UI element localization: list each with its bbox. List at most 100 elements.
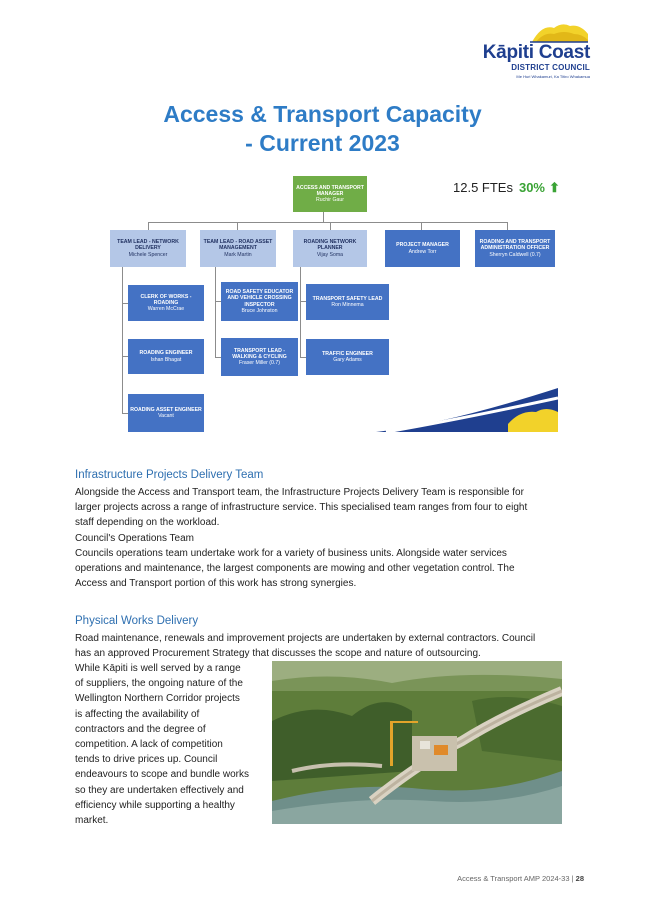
fte-count: 12.5 FTEs bbox=[453, 180, 513, 195]
logo-name: Kāpiti Coast bbox=[482, 42, 591, 63]
org-person: Fraser Miller (0.7) bbox=[239, 360, 280, 367]
text-line: efficiency while supporting a healthy bbox=[75, 799, 235, 811]
connector-line bbox=[300, 267, 301, 358]
section-heading-physical-works: Physical Works Delivery bbox=[75, 615, 199, 627]
page-number: 28 bbox=[575, 874, 584, 883]
org-person: Ruchir Gaur bbox=[316, 197, 344, 204]
org-role: ROADING ASSET ENGINEER bbox=[130, 406, 202, 413]
text-line: Wellington Northern Corridor projects bbox=[75, 693, 240, 705]
physical-works-paragraph: Road maintenance, renewals and improveme… bbox=[75, 631, 573, 661]
connector-line bbox=[215, 267, 216, 358]
infrastructure-paragraph: Alongside the Access and Transport team,… bbox=[75, 485, 573, 591]
connector-line bbox=[507, 222, 508, 230]
connector-line bbox=[122, 413, 128, 414]
connector-line bbox=[148, 222, 149, 230]
connector-line bbox=[421, 222, 422, 230]
physical-works-wrap-text: While Kāpiti is well served by a range o… bbox=[75, 661, 270, 828]
text-line: market. bbox=[75, 815, 109, 827]
org-person: Ron Minnema bbox=[331, 302, 364, 308]
text-line: so they are undertaken effectively and bbox=[75, 784, 244, 796]
org-person: Vacant bbox=[158, 413, 174, 419]
text-line: tends to drive prices up. Council bbox=[75, 754, 218, 766]
org-person: Sherryn Caldwell (0.7) bbox=[489, 251, 541, 258]
connector-line bbox=[122, 356, 128, 357]
org-box-traffic-engineer: TRAFFIC ENGINEER Gary Adams bbox=[306, 339, 389, 375]
org-role: TEAM LEAD - NETWORK DELIVERY bbox=[117, 239, 179, 252]
org-role: PROJECT MANAGER bbox=[396, 242, 449, 249]
text-line: Council's Operations Team bbox=[75, 532, 195, 544]
footer-separator: | bbox=[571, 874, 576, 883]
text-line: competition. A lack of competition bbox=[75, 739, 223, 751]
org-person: Ishan Bhagat bbox=[150, 356, 182, 363]
connector-line bbox=[122, 267, 123, 414]
connector-line bbox=[215, 357, 221, 358]
org-person: Gary Adams bbox=[333, 357, 362, 363]
council-logo: Kāpiti Coast DISTRICT COUNCIL Me Huri Wh… bbox=[470, 22, 591, 79]
org-box-transport-safety-lead: TRANSPORT SAFETY LEAD Ron Minnema bbox=[306, 284, 389, 320]
org-person: Vijay Soma bbox=[316, 251, 344, 258]
org-box-asset-engineer: ROADING ASSET ENGINEER Vacant bbox=[128, 394, 204, 432]
org-role: ROADING NETWORK PLANNER bbox=[303, 239, 357, 252]
text-line: Access and Transport portion of this wor… bbox=[75, 578, 357, 590]
org-role: TRAFFIC ENGINEER bbox=[322, 350, 373, 357]
org-role: ROADING ENGINEER bbox=[139, 350, 193, 357]
org-person: Andrew Torr bbox=[408, 248, 437, 255]
org-person: Michele Spencer bbox=[128, 251, 168, 258]
connector-line bbox=[330, 222, 331, 230]
aerial-construction-photo bbox=[272, 661, 562, 824]
text-line: Road maintenance, renewals and improveme… bbox=[75, 633, 536, 644]
org-box-road-asset-lead: TEAM LEAD - ROAD ASSET MANAGEMENT Mark M… bbox=[200, 230, 276, 267]
logo-hills-icon bbox=[530, 24, 588, 43]
text-line: staff depending on the workload. bbox=[75, 517, 220, 529]
org-box-project-manager: PROJECT MANAGER Andrew Torr bbox=[385, 230, 460, 267]
page-footer: Access & Transport AMP 2024-33 | 28 bbox=[330, 874, 584, 883]
connector-line bbox=[300, 301, 306, 302]
org-box-clerk-of-works: CLERK OF WORKS - ROADING Warren McCrae bbox=[128, 285, 204, 321]
org-role: ROADING AND TRANSPORT ADMINISTRATION OFF… bbox=[479, 239, 551, 252]
org-person: Mark Martin bbox=[224, 251, 252, 258]
title-line-1: Access & Transport Capacity bbox=[163, 101, 482, 127]
footer-text: Access & Transport AMP 2024-33 bbox=[457, 874, 570, 883]
text-line: While Kāpiti is well served by a range bbox=[75, 663, 241, 674]
page-title: Access & Transport Capacity - Current 20… bbox=[100, 100, 545, 158]
org-role: CLERK OF WORKS - ROADING bbox=[140, 293, 192, 306]
fte-percent: 30% bbox=[518, 180, 545, 195]
text-line: is affecting the availability of bbox=[75, 708, 200, 720]
org-role: ACCESS AND TRANSPORT MANAGER bbox=[296, 184, 364, 197]
text-line: Councils operations team undertake work … bbox=[75, 547, 507, 559]
text-line: contractors and the degree of bbox=[75, 723, 206, 735]
text-line: Alongside the Access and Transport team,… bbox=[75, 487, 524, 498]
org-box-road-safety-educator: ROAD SAFETY EDUCATOR AND VEHICLE CROSSIN… bbox=[221, 282, 298, 321]
text-line: operations and maintenance, the largest … bbox=[75, 563, 515, 575]
connector-line bbox=[215, 301, 221, 302]
org-role: TRANSPORT SAFETY LEAD bbox=[312, 295, 383, 302]
text-line: endeavours to scope and bundle works bbox=[75, 769, 250, 781]
title-line-2: - Current 2023 bbox=[245, 130, 400, 156]
decorative-swoosh-graphic bbox=[376, 388, 558, 432]
connector-line bbox=[323, 212, 324, 222]
org-person: Warren McCrae bbox=[147, 306, 185, 313]
connector-line bbox=[122, 303, 128, 304]
org-box-roading-engineer: ROADING ENGINEER Ishan Bhagat bbox=[128, 339, 204, 374]
org-box-network-delivery-lead: TEAM LEAD - NETWORK DELIVERY Michele Spe… bbox=[110, 230, 186, 267]
text-line: of suppliers, the ongoing nature of the bbox=[75, 678, 243, 690]
fte-summary: 12.5 FTEs 30% ⬆ bbox=[453, 180, 560, 196]
logo-subtitle: DISTRICT COUNCIL bbox=[511, 63, 590, 72]
org-box-admin-officer: ROADING AND TRANSPORT ADMINISTRATION OFF… bbox=[475, 230, 555, 267]
connector-line bbox=[300, 357, 306, 358]
org-box-manager: ACCESS AND TRANSPORT MANAGER Ruchir Gaur bbox=[293, 176, 367, 212]
connector-line bbox=[237, 222, 238, 230]
org-role: TRANSPORT LEAD - WALKING & CYCLING bbox=[232, 347, 287, 360]
org-role: ROAD SAFETY EDUCATOR AND VEHICLE CROSSIN… bbox=[225, 289, 294, 308]
section-heading-infrastructure: Infrastructure Projects Delivery Team bbox=[75, 469, 264, 481]
org-box-network-planner: ROADING NETWORK PLANNER Vijay Soma bbox=[293, 230, 367, 267]
connector-line bbox=[148, 222, 507, 223]
org-chart: 12.5 FTEs 30% ⬆ ACCESS AND TRANSPORT MANAG… bbox=[108, 172, 560, 434]
org-box-walking-cycling-lead: TRANSPORT LEAD - WALKING & CYCLING Frase… bbox=[221, 338, 298, 376]
logo-tagline: Me Huri Whakamuri, Ka Titiro Whakamua bbox=[516, 74, 590, 79]
arrow-up-icon: ⬆ bbox=[549, 180, 560, 195]
org-role: TEAM LEAD - ROAD ASSET MANAGEMENT bbox=[203, 239, 273, 252]
text-line: has an approved Procurement Strategy tha… bbox=[75, 648, 481, 660]
text-line: larger projects across a range of infras… bbox=[75, 502, 528, 514]
org-person: Bruce Johnston bbox=[241, 307, 278, 314]
